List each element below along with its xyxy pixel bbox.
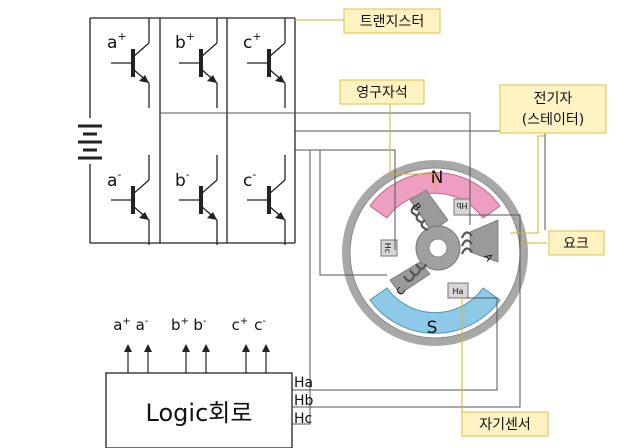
logic-output-arrow: b+ xyxy=(171,316,190,373)
transistor-top-2: b+ xyxy=(175,18,218,108)
callout-permanent-magnet: 영구자석 xyxy=(339,79,425,105)
transistor-label-top-1: a+ xyxy=(107,30,127,53)
svg-text:트랜지스터: 트랜지스터 xyxy=(360,14,424,30)
logic-output-arrow: c- xyxy=(254,316,270,373)
transistor-label-top-2: b+ xyxy=(175,30,195,53)
coil-c xyxy=(403,263,428,283)
coil-a xyxy=(460,231,473,255)
svg-text:자기센서: 자기센서 xyxy=(479,417,531,433)
logic-output-label: b- xyxy=(193,316,207,334)
bldc-motor: N S B A C Ha xyxy=(342,160,528,346)
svg-text:Hc: Hc xyxy=(383,243,392,253)
coil-b xyxy=(410,205,429,232)
svg-text:Hb: Hb xyxy=(456,201,467,210)
logic-output-label: c- xyxy=(254,316,266,334)
transistor-label-bottom-2: b- xyxy=(175,168,190,191)
logic-input-hc: Hc xyxy=(294,411,312,427)
hall-sensor-hb: Hb xyxy=(453,198,471,216)
callout-hall-sensor: 자기센서 xyxy=(461,411,549,437)
coil-a-label: A xyxy=(481,252,494,264)
north-label: N xyxy=(431,168,444,188)
callout-transistor: 트랜지스터 xyxy=(343,8,441,34)
logic-box xyxy=(105,372,293,448)
logic-output-arrows: a+ a-b+b-c+ c- xyxy=(113,316,270,373)
svg-text:전기자: 전기자 xyxy=(534,91,573,107)
svg-text:요크: 요크 xyxy=(563,236,589,252)
logic-output-arrow: b- xyxy=(193,316,210,373)
coil-c-label: C xyxy=(395,286,408,298)
battery-icon xyxy=(78,118,102,164)
logic-output-label: a- xyxy=(136,316,149,334)
south-label: S xyxy=(427,318,438,338)
logic-output-arrow: c+ xyxy=(232,316,250,373)
logic-output-arrow: a+ xyxy=(113,316,132,373)
transistor-top-3: c+ xyxy=(243,18,286,108)
transistor-label-bottom-3: c- xyxy=(243,168,256,191)
transistor-array: a+ b+ c+ a-b-c- xyxy=(107,18,286,245)
logic-input-ha: Ha xyxy=(294,375,313,391)
logic-output-label: c+ xyxy=(232,316,249,334)
stator-tooth-a xyxy=(469,219,499,263)
svg-text:Ha: Ha xyxy=(453,287,464,296)
callout-yoke: 요크 xyxy=(548,230,605,256)
logic-output-label: a+ xyxy=(113,316,131,334)
callout-leaders xyxy=(295,19,547,412)
hall-sensor-hc: Hc xyxy=(380,239,398,257)
south-magnet xyxy=(369,287,501,334)
transistor-bottom-1: a- xyxy=(107,155,150,245)
logic-circuit: Logic회로 a+ a-b+b-c+ c- Ha Hb Hc xyxy=(105,316,314,448)
logic-input-hb: Hb xyxy=(294,393,314,409)
hall-sensor-ha: Ha xyxy=(447,282,469,299)
callout-stator: 전기자 (스테이터) xyxy=(499,84,607,134)
inverter-bridge xyxy=(89,17,296,244)
svg-text:영구자석: 영구자석 xyxy=(356,85,408,101)
transistor-bottom-2: b- xyxy=(175,155,218,245)
logic-output-arrow: a- xyxy=(136,316,152,373)
shaft xyxy=(428,238,448,258)
logic-title: Logic회로 xyxy=(146,399,253,427)
transistor-bottom-3: c- xyxy=(243,155,286,245)
transistor-label-bottom-1: a- xyxy=(107,168,121,191)
transistor-top-1: a+ xyxy=(107,18,150,108)
svg-text:(스테이터): (스테이터) xyxy=(522,112,584,128)
transistor-label-top-3: c+ xyxy=(243,30,262,53)
logic-output-label: b+ xyxy=(171,316,189,334)
